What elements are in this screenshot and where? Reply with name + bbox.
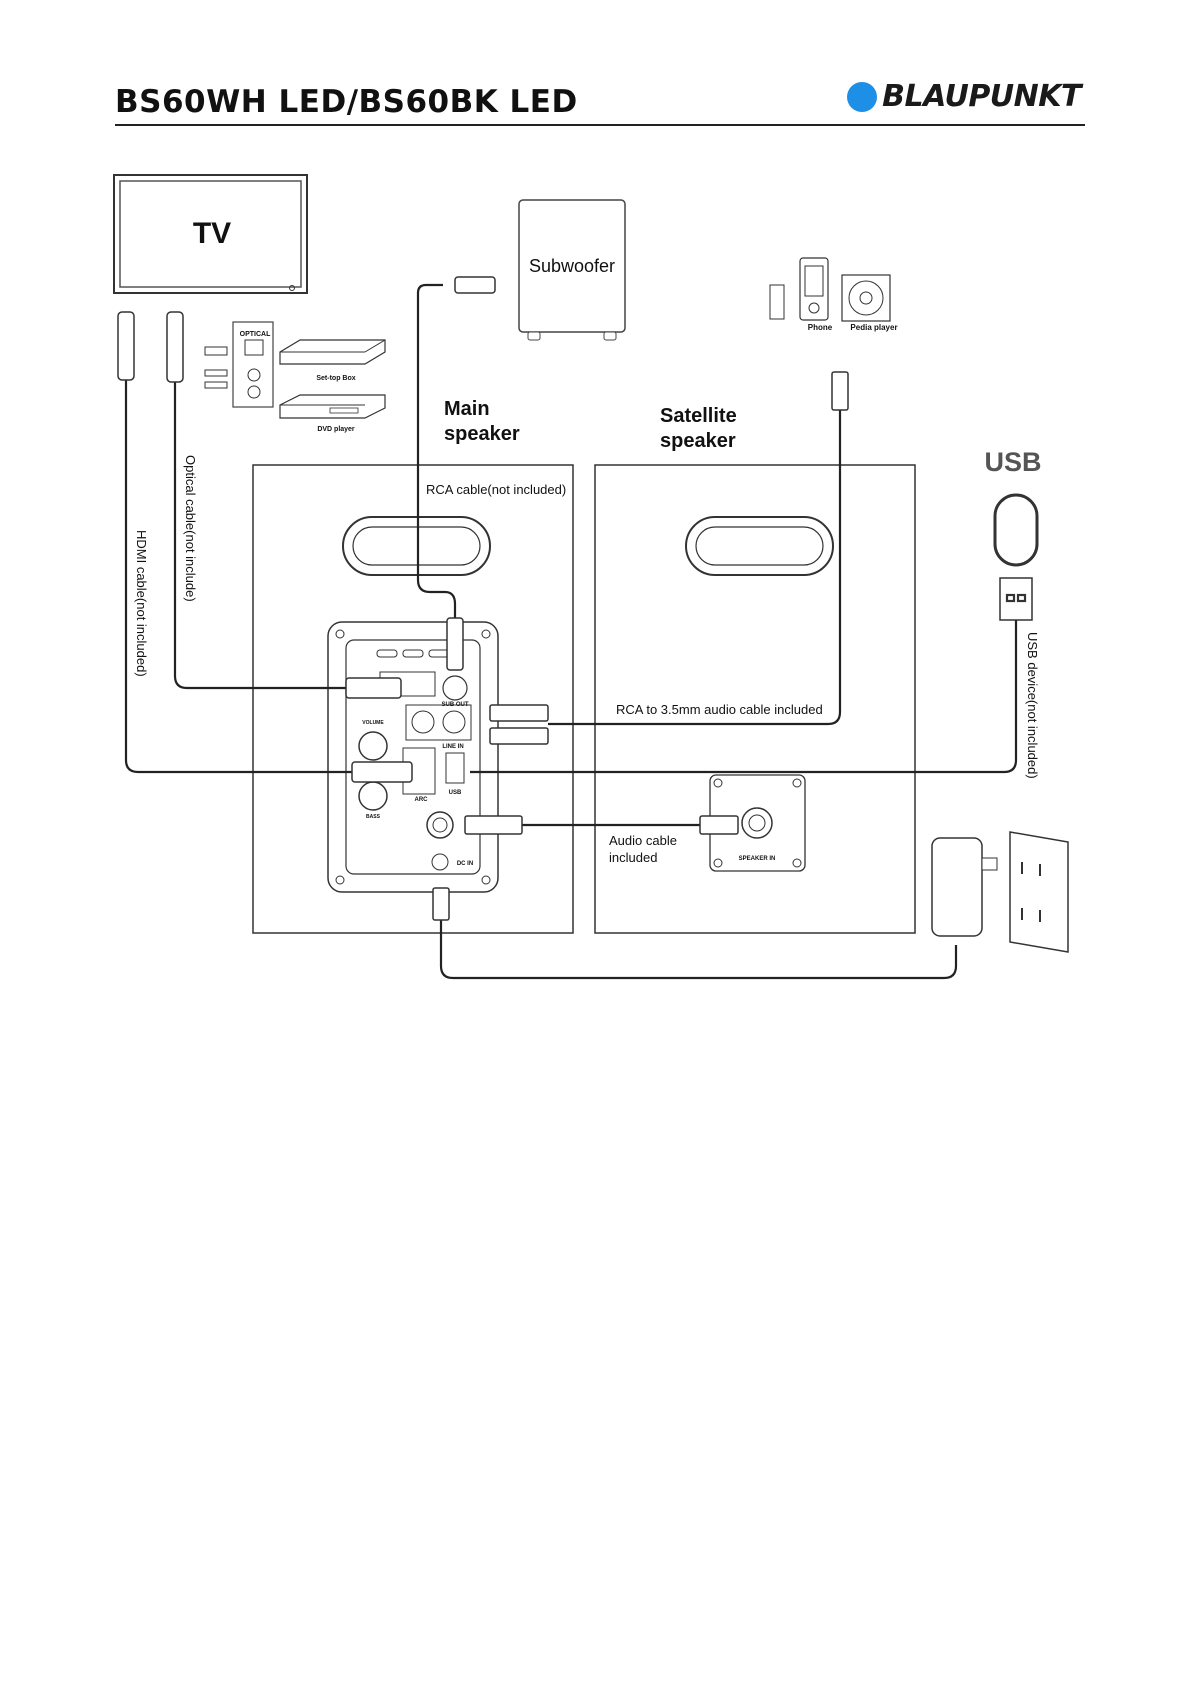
- audio-cable: [464, 815, 739, 835]
- panel-sub-out-label: SUB OUT: [442, 702, 469, 708]
- rca-subwoofer-cable: [416, 276, 496, 671]
- brand-name: BLAUPUNKT: [882, 79, 1081, 114]
- optical-port-label: OPTICAL: [240, 331, 271, 338]
- hdmi-cable: [117, 311, 413, 783]
- dvd-player-label: DVD player: [317, 426, 355, 433]
- panel-dc-in-label: DC IN: [457, 861, 473, 867]
- main-speaker-label-line1: Main: [444, 398, 490, 420]
- power-cable: [432, 887, 958, 980]
- panel-usb-label: USB: [449, 790, 462, 796]
- satellite-speaker-label-line2: speaker: [660, 430, 736, 452]
- satellite-speaker-label-line1: Satellite: [660, 405, 737, 427]
- subwoofer-label: Subwoofer: [529, 256, 615, 276]
- set-top-box-label: Set-top Box: [316, 375, 355, 382]
- optical-source-panel: [232, 321, 274, 408]
- rca-cable-label: RCA cable(not included): [426, 482, 566, 497]
- dvd-player-icon: [279, 394, 386, 419]
- audio-cable-label-line2: included: [609, 850, 657, 865]
- panel-speaker-in-label: SPEAKER IN: [739, 856, 776, 862]
- subwoofer-icon: [518, 199, 626, 341]
- brand-logo: BLAUPUNKT: [847, 79, 1081, 114]
- main-rear-panel: [327, 621, 499, 893]
- hdmi-cable-label: HDMI cable(not included): [134, 530, 149, 677]
- page-header: BS60WH LED/BS60BK LED BLAUPUNKT: [115, 79, 1085, 126]
- power-adapter-icon: [931, 837, 998, 937]
- phone-icon: [769, 257, 829, 321]
- satellite-input-panel: [709, 774, 806, 872]
- model-title: BS60WH LED/BS60BK LED: [115, 84, 578, 120]
- pedia-player-icon: [841, 274, 891, 322]
- optical-cable-label: Optical cable(not include): [183, 455, 198, 602]
- phone-label: Phone: [808, 323, 833, 332]
- brand-dot-icon: [847, 81, 878, 112]
- usb-device-cable: [470, 493, 1039, 774]
- set-top-box-icon: [279, 339, 386, 365]
- optical-cable: [166, 311, 402, 699]
- tv-icon: [113, 174, 308, 294]
- pedia-player-label: Pedia player: [850, 323, 897, 332]
- rca-to-35mm-cable-label: RCA to 3.5mm audio cable included: [616, 702, 823, 717]
- panel-line-in-label: LINE IN: [442, 744, 463, 750]
- main-speaker-label-line2: speaker: [444, 423, 520, 445]
- audio-cable-label-line1: Audio cable: [609, 833, 677, 848]
- panel-bass-label: BASS: [366, 814, 381, 820]
- usb-label: USB: [984, 447, 1041, 477]
- tv-label: TV: [193, 217, 231, 250]
- rca-plug-icons: [204, 346, 228, 389]
- rca-to-35mm-cable: [489, 371, 849, 745]
- panel-volume-label: VOLUME: [362, 720, 384, 726]
- panel-arc-label: ARC: [415, 797, 429, 803]
- usb-device-cable-label: USB device(not included): [1025, 632, 1040, 779]
- wall-outlet-icon: [1009, 831, 1069, 953]
